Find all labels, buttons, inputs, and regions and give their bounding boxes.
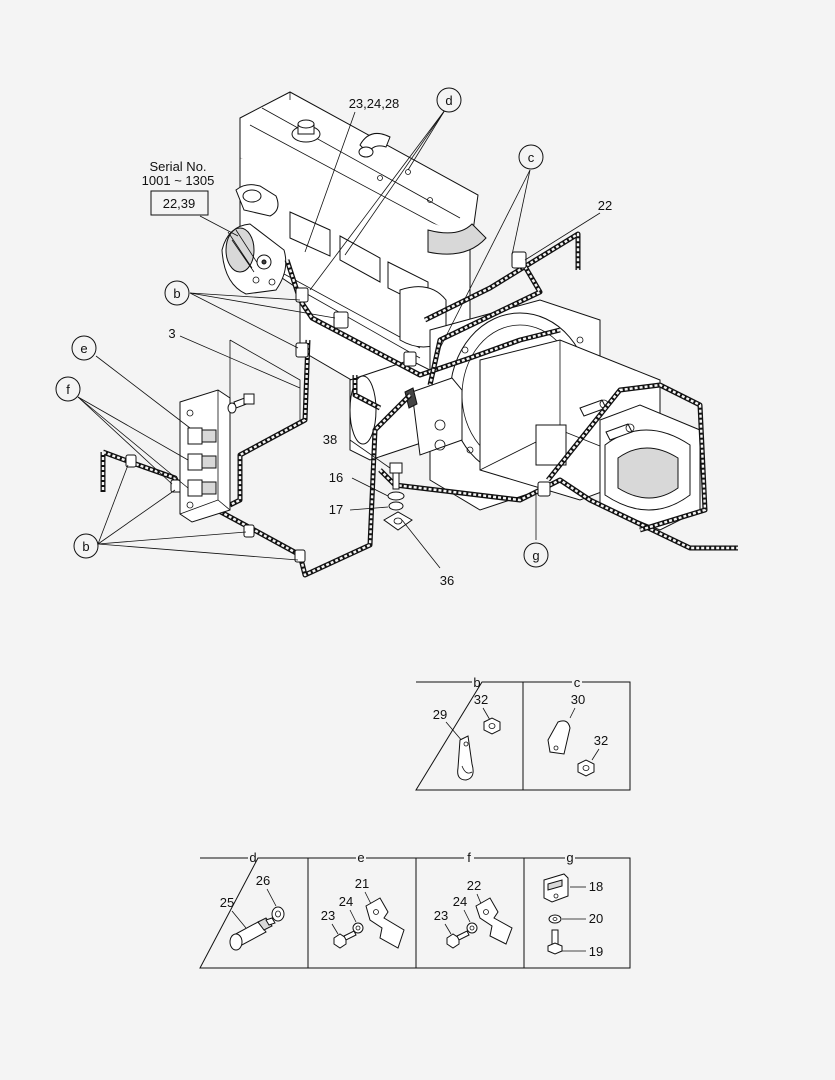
svg-text:19: 19	[589, 944, 603, 959]
svg-text:e: e	[80, 341, 87, 356]
washer-24-e	[352, 922, 364, 934]
clamp-30	[547, 720, 571, 755]
svg-text:c: c	[528, 150, 535, 165]
bolt-23-e	[333, 930, 357, 949]
bolt-washer-left	[227, 393, 255, 414]
panel-f-letter: f	[467, 850, 471, 865]
relay-3	[187, 479, 217, 497]
svg-text:d: d	[445, 93, 452, 108]
callout-38: 38	[323, 432, 337, 447]
bolt-38-shank	[392, 472, 400, 490]
serial-boxed-parts: 22,39	[163, 196, 196, 211]
plate-36	[383, 511, 413, 531]
detail-panels-row2: d e f g 26 25 21 24	[199, 850, 631, 969]
clamp-29	[457, 735, 474, 781]
panel-c-letter: c	[574, 675, 581, 690]
bolt-38-head	[389, 462, 403, 474]
bracket-21	[365, 897, 405, 949]
panel-g-parts: 18 20 19	[543, 873, 603, 959]
starter-motor	[349, 359, 463, 461]
callout-17: 17	[329, 502, 343, 517]
callout-16: 16	[329, 470, 343, 485]
wiring-harness	[100, 231, 738, 578]
detail-circle-g: g	[523, 542, 549, 568]
leader-lines	[77, 109, 601, 569]
panel-d-letter: d	[249, 850, 256, 865]
detail-circle-d: d	[436, 87, 462, 113]
callout-22: 22	[598, 198, 612, 213]
nut-32	[483, 717, 501, 735]
svg-text:20: 20	[589, 911, 603, 926]
harness-clips	[125, 251, 551, 563]
alternator	[221, 223, 287, 295]
svg-text:24: 24	[339, 894, 353, 909]
bolt-19	[547, 929, 563, 955]
panel-e-letter: e	[357, 850, 364, 865]
serial-range: 1001 ~ 1305	[142, 173, 215, 188]
svg-text:f: f	[66, 382, 70, 397]
callout-36: 36	[440, 573, 454, 588]
svg-text:32: 32	[474, 692, 488, 707]
transmission	[479, 339, 701, 531]
detail-panels-row1: b c 32 29 30 32	[415, 675, 631, 791]
serial-box	[150, 190, 209, 216]
relay-1	[187, 427, 217, 445]
svg-text:26: 26	[256, 873, 270, 888]
svg-text:29: 29	[433, 707, 447, 722]
callout-3: 3	[168, 326, 175, 341]
detail-circle-f: f	[55, 376, 81, 402]
mount-fasteners	[383, 462, 413, 531]
relay-2	[187, 453, 217, 471]
svg-text:b: b	[173, 286, 180, 301]
detail-circle-e: e	[71, 335, 97, 361]
detail-circle-c: c	[518, 144, 544, 170]
nut-32-c	[577, 759, 595, 777]
svg-text:30: 30	[571, 692, 585, 707]
svg-text:24: 24	[453, 894, 467, 909]
oil-filler-cap	[291, 119, 321, 143]
svg-text:21: 21	[355, 876, 369, 891]
washer-16	[387, 491, 405, 501]
panel-b-parts: 32 29	[433, 692, 501, 781]
svg-text:32: 32	[594, 733, 608, 748]
svg-text:23: 23	[434, 908, 448, 923]
svg-text:23: 23	[321, 908, 335, 923]
panel-f-parts: 22 24 23	[434, 878, 513, 949]
svg-text:b: b	[82, 539, 89, 554]
panel-b-letter: b	[473, 675, 480, 690]
panel-d-parts: 26 25	[220, 873, 285, 951]
washer-20	[548, 914, 562, 924]
bolt-23-f	[446, 930, 470, 949]
detail-circle-b-upper: b	[164, 280, 190, 306]
serial-note: Serial No. 1001 ~ 1305 22,39	[142, 159, 215, 216]
sensor-25	[229, 917, 276, 951]
svg-text:25: 25	[220, 895, 234, 910]
svg-text:18: 18	[589, 879, 603, 894]
panel-e-parts: 21 24 23	[321, 876, 405, 949]
panel-g-letter: g	[566, 850, 573, 865]
callout-23-24-28: 23,24,28	[349, 96, 400, 111]
washer-24-f	[466, 922, 478, 934]
serial-label: Serial No.	[149, 159, 206, 174]
svg-text:g: g	[532, 548, 539, 563]
panel-c-parts: 30 32	[547, 692, 608, 777]
svg-text:22: 22	[467, 878, 481, 893]
bracket-22	[475, 897, 513, 945]
washer-17	[388, 501, 404, 511]
detail-circle-b-lower: b	[73, 533, 99, 559]
washer-26	[271, 906, 285, 922]
relay-panel	[179, 389, 255, 523]
